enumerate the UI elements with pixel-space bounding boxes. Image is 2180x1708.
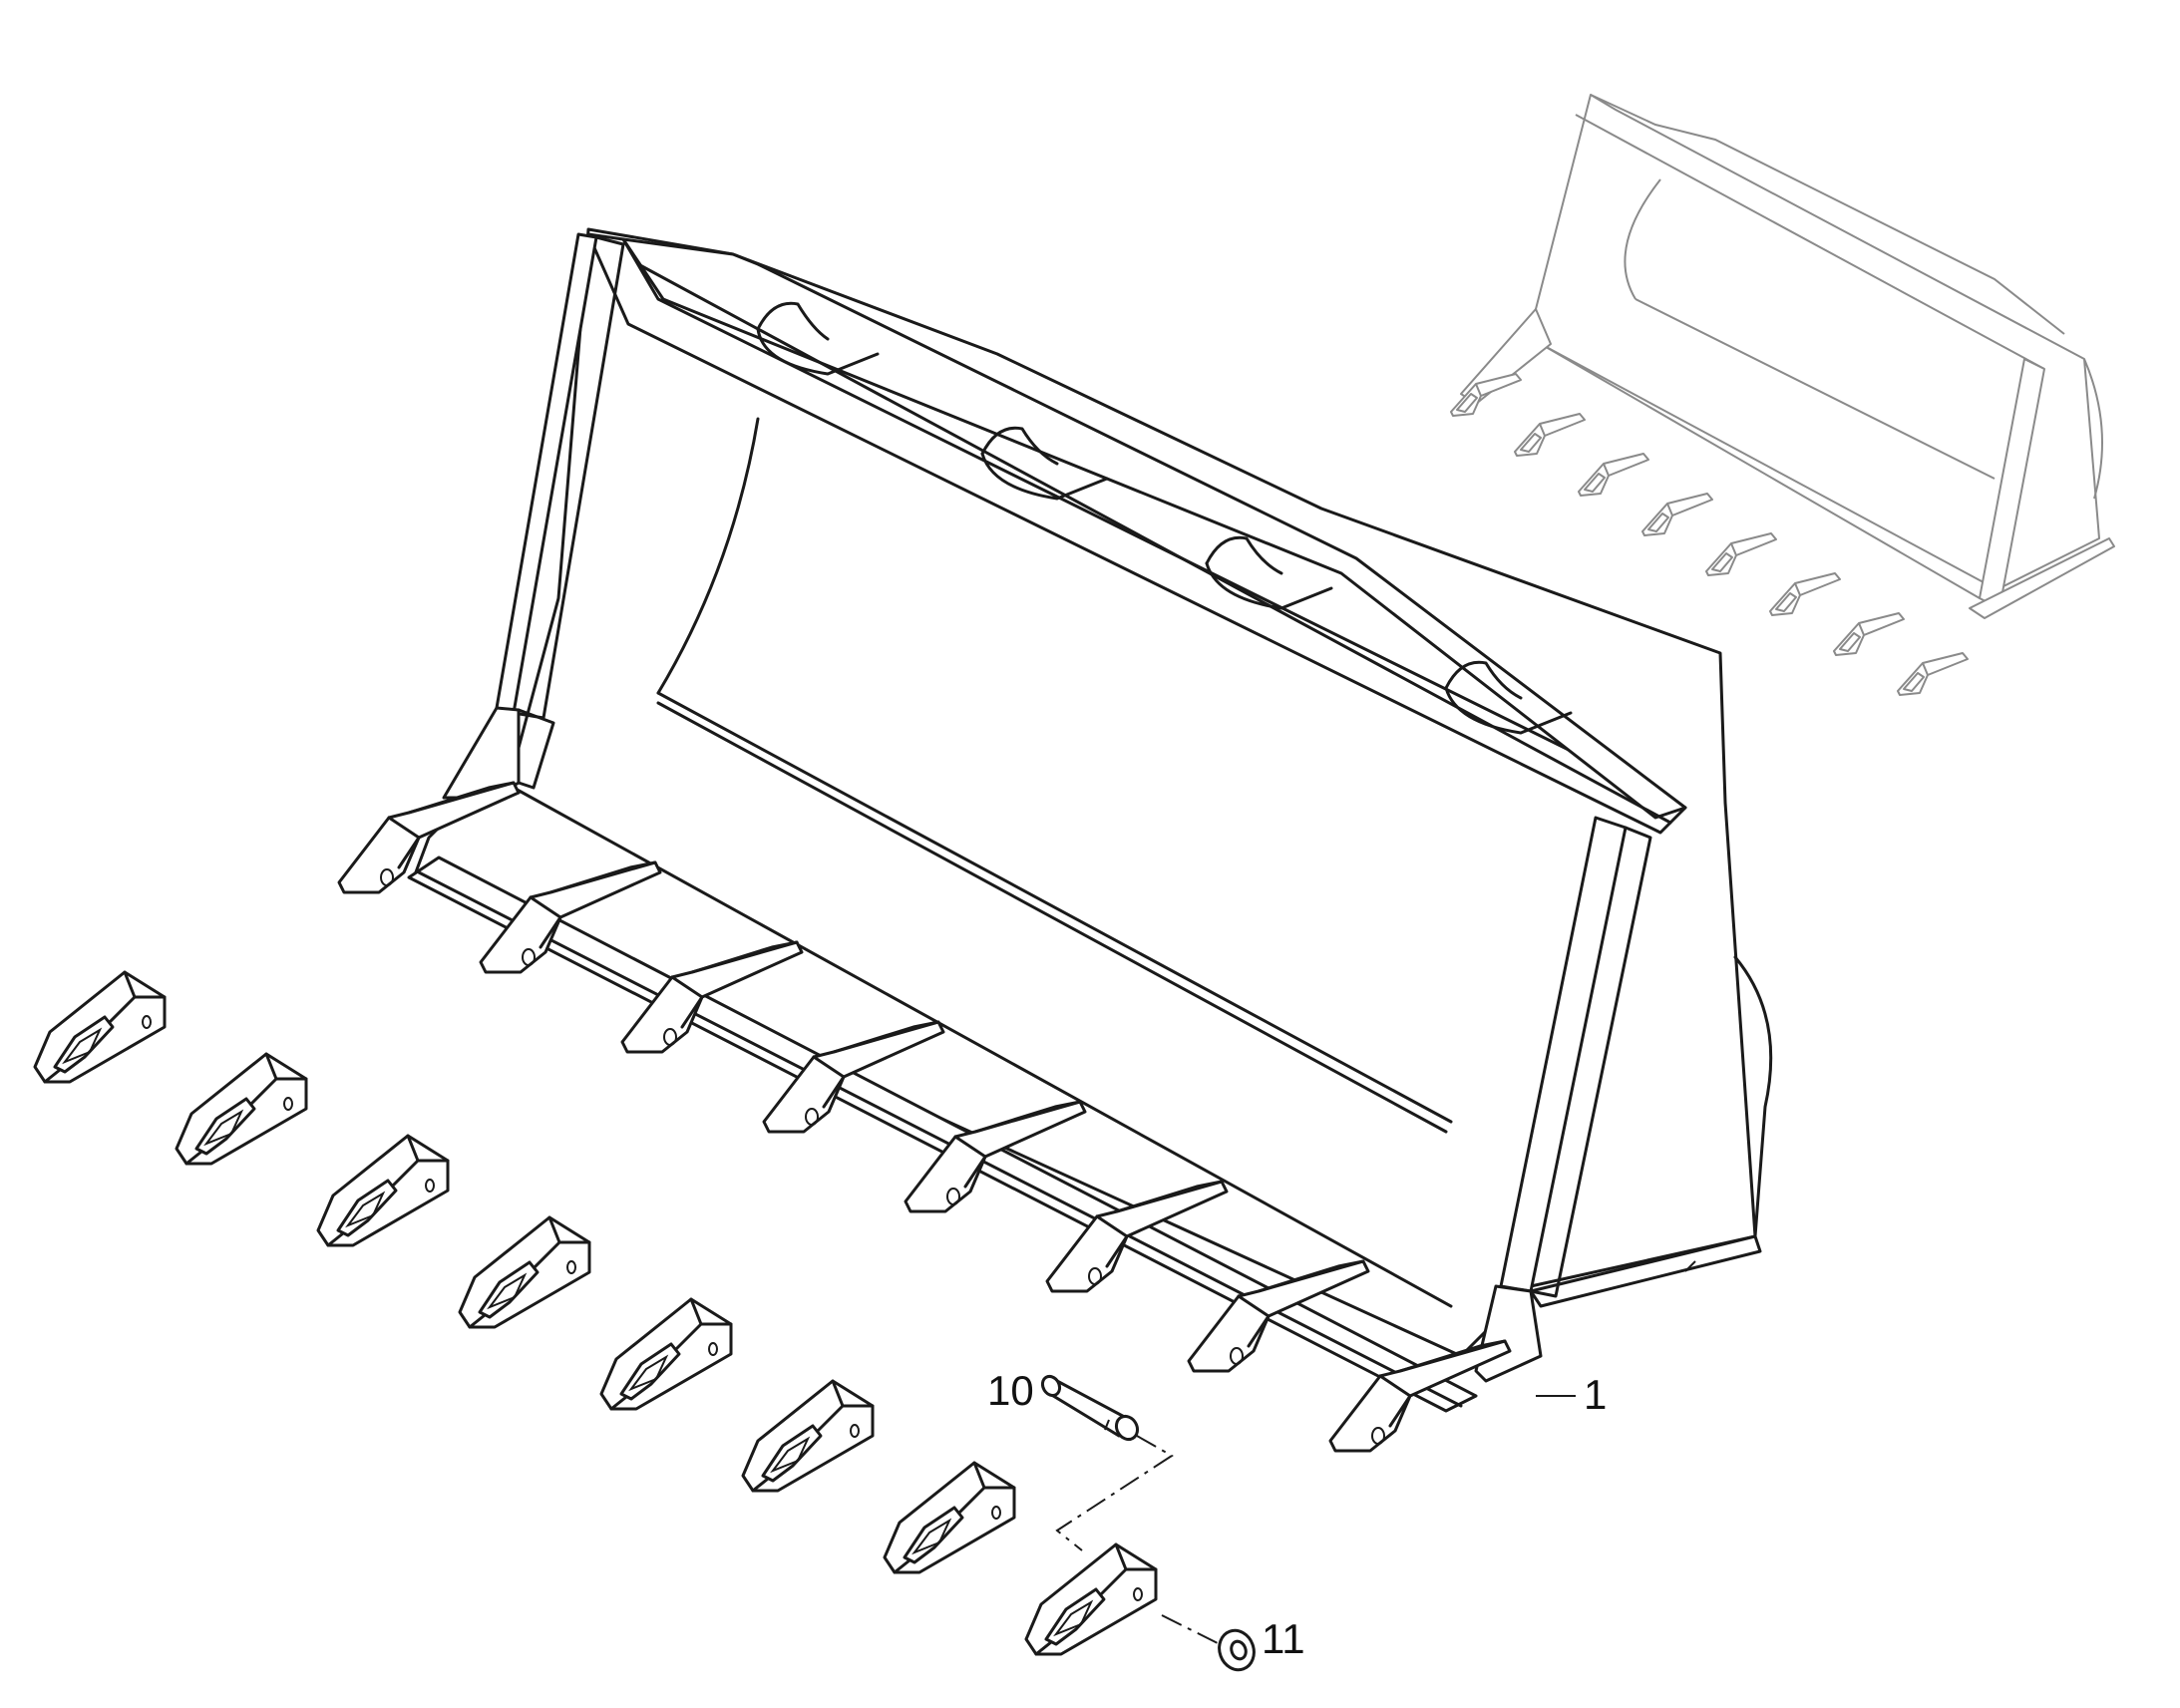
loose-tooth (33, 970, 167, 1084)
loose-teeth-row (33, 970, 1158, 1656)
preview-tooth (1514, 413, 1586, 457)
tooth-pin (1040, 1374, 1140, 1442)
preview-teeth-row (1450, 373, 1969, 696)
callout-10: 10 (987, 1367, 1034, 1414)
tooth-adapter (337, 781, 521, 894)
assembly-lines (1055, 1435, 1223, 1646)
preview-tooth (1578, 453, 1649, 497)
tooth-adapter (620, 940, 804, 1054)
loose-tooth (175, 1052, 308, 1166)
callout-11: 11 (1262, 1615, 1305, 1662)
preview-tooth (1769, 572, 1841, 616)
preview-bucket (1460, 94, 2115, 619)
preview-tooth (1641, 493, 1713, 536)
callout-1: 1 (1584, 1371, 1608, 1418)
loose-tooth (599, 1297, 733, 1411)
preview-tooth (1833, 612, 1905, 656)
retainer-washer (1218, 1628, 1256, 1672)
loose-tooth (883, 1461, 1016, 1574)
tooth-adapter (904, 1100, 1087, 1213)
loose-tooth (458, 1215, 591, 1329)
bucket-left-post (442, 232, 625, 800)
tooth-adapter (1045, 1180, 1229, 1293)
preview-tooth (1705, 532, 1777, 576)
preview-tooth (1450, 373, 1522, 417)
tooth-adapter (1328, 1339, 1512, 1453)
bucket-teeth-row (337, 781, 1512, 1453)
loose-tooth (741, 1379, 875, 1493)
preview-tooth (1897, 652, 1969, 696)
loose-tooth (316, 1134, 450, 1247)
tooth-adapter (479, 860, 662, 974)
loose-tooth (1024, 1542, 1158, 1656)
bucket-body (412, 227, 1773, 1358)
tooth-adapter (1187, 1259, 1370, 1373)
tooth-adapter (762, 1020, 945, 1134)
